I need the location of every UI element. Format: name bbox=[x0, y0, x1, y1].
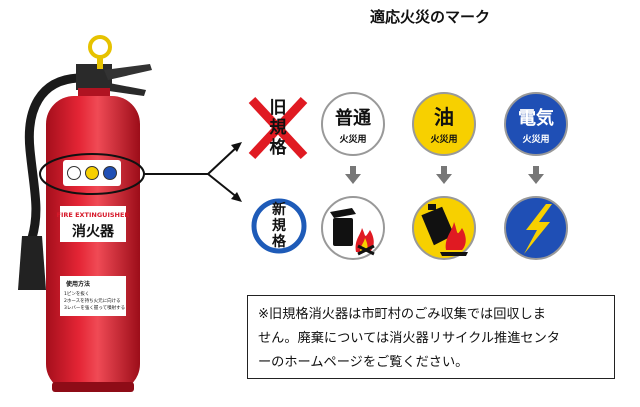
new-char-3: 格 bbox=[272, 233, 287, 250]
old-mark-ordinary-line2: 火災用 bbox=[339, 134, 366, 145]
down-arrow-2 bbox=[436, 166, 452, 184]
old-char-2: 規 bbox=[270, 118, 287, 138]
new-char-2: 規 bbox=[272, 218, 286, 234]
notice-line-3: ーのホームページをご覧ください。 bbox=[258, 355, 469, 370]
arrowhead-up bbox=[231, 142, 242, 152]
old-mark-ordinary-line1: 普通 bbox=[335, 107, 371, 129]
extinguisher-body bbox=[46, 96, 140, 392]
arrowhead-down bbox=[231, 192, 242, 202]
panel-mark-yellow bbox=[85, 166, 99, 180]
usage-line-3: 3レバーを強く握って噴射する bbox=[64, 304, 125, 311]
old-mark-oil: 油 火災用 bbox=[412, 92, 476, 156]
down-arrow-3 bbox=[528, 166, 544, 184]
old-mark-electric-line1: 電気 bbox=[518, 107, 554, 129]
old-mark-electric: 電気 火災用 bbox=[504, 92, 568, 156]
safety-pin bbox=[97, 55, 103, 69]
old-mark-ordinary: 普通 火災用 bbox=[321, 92, 385, 156]
usage-line-2: 2ホースを持ち火元に向ける bbox=[64, 297, 121, 304]
old-mark-oil-line1: 油 bbox=[434, 105, 454, 129]
old-mark-electric-line2: 火災用 bbox=[522, 134, 549, 145]
new-standard-label: 新 規 格 bbox=[251, 198, 307, 254]
old-cross-line-2 bbox=[248, 96, 308, 160]
usage-title: 使用方法 bbox=[65, 280, 90, 288]
old-mark-oil-line2: 火災用 bbox=[430, 134, 457, 145]
usage-plate bbox=[60, 276, 126, 316]
extinguisher-base bbox=[52, 382, 134, 392]
fire-extinguisher: FIRE EXTINGUISHER 消火器 使用方法 1ピンを抜く 2ホースを持… bbox=[18, 35, 152, 392]
notice-line-1: ※旧規格消火器は市町村のごみ収集では回収しま bbox=[258, 307, 546, 322]
lever-bottom bbox=[102, 82, 146, 96]
electric-fire-icon bbox=[504, 196, 568, 260]
diagram-title: 適応火災のマーク bbox=[369, 8, 490, 26]
label-english: FIRE EXTINGUISHER bbox=[57, 211, 130, 219]
down-arrow-1 bbox=[345, 166, 361, 184]
oil-fire-icon bbox=[412, 196, 476, 260]
old-char-3: 格 bbox=[270, 137, 288, 158]
old-standard-label: 旧 規 格 bbox=[248, 96, 308, 160]
pointer-arrow-up bbox=[207, 145, 239, 175]
old-char-1: 旧 bbox=[270, 98, 287, 118]
hose-nozzle bbox=[18, 236, 46, 290]
new-standard-ring bbox=[251, 198, 307, 254]
usage-line-1: 1ピンを抜く bbox=[64, 290, 89, 297]
hose bbox=[24, 73, 83, 243]
new-char-1: 新 bbox=[272, 201, 286, 218]
panel-mark-white bbox=[67, 166, 81, 180]
safety-pin-ring bbox=[88, 35, 112, 59]
extinguisher-label bbox=[60, 206, 126, 242]
panel-mark-blue bbox=[103, 166, 117, 180]
ordinary-fire-icon bbox=[321, 196, 385, 260]
pointer-arrow-down bbox=[207, 173, 239, 199]
label-japanese: 消火器 bbox=[72, 223, 115, 240]
notice-line-2: せん。廃棄については消火器リサイクル推進センタ bbox=[258, 331, 560, 346]
lever-handle bbox=[104, 64, 152, 80]
recycling-notice: ※旧規格消火器は市町村のごみ収集では回収しま せん。廃棄については消火器リサイク… bbox=[247, 295, 615, 379]
